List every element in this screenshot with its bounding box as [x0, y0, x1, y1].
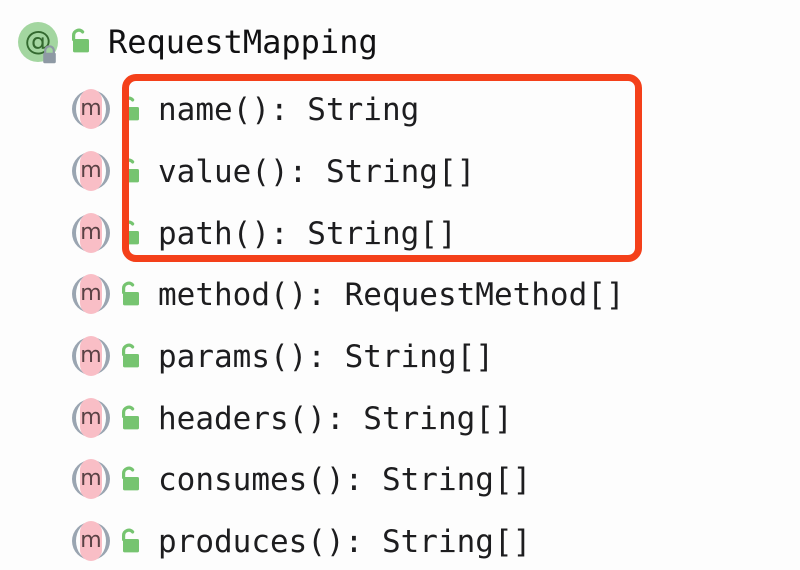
member-row-value[interactable]: m value(): String[]: [70, 144, 475, 200]
unlocked-padlock-icon: [72, 28, 89, 53]
member-row-consumes[interactable]: m consumes(): String[]: [70, 452, 531, 508]
member-signature-label: method(): RequestMethod[]: [158, 277, 625, 313]
method-icon-glyph: m: [80, 343, 102, 368]
member-signature-label: headers(): String[]: [158, 401, 513, 437]
method-icon: m: [70, 336, 112, 378]
method-icon: m: [70, 213, 112, 255]
annotation-name-label: RequestMapping: [108, 23, 378, 61]
unlocked-padlock-icon: [122, 281, 139, 306]
unlocked-padlock-icon: [122, 158, 139, 183]
method-icon-pill: [80, 213, 102, 253]
member-signature-label: params(): String[]: [158, 339, 494, 375]
method-icon-pill: [80, 336, 102, 376]
member-row-headers[interactable]: m headers(): String[]: [70, 391, 513, 447]
member-signature-label: name(): String: [158, 92, 420, 128]
method-icon-pill: [80, 521, 102, 561]
method-icon-pill: [80, 151, 102, 191]
method-icon-pill: [80, 398, 102, 438]
method-icon-glyph: m: [80, 281, 102, 306]
member-row-path[interactable]: m path(): String[]: [70, 206, 457, 262]
unlocked-padlock-icon: [122, 96, 139, 121]
member-row-params[interactable]: m params(): String[]: [70, 329, 494, 385]
member-signature-label: path(): String[]: [158, 216, 457, 252]
method-icon: m: [70, 398, 112, 440]
method-icon: m: [70, 274, 112, 316]
method-icon-pill: [80, 459, 102, 499]
member-row-method[interactable]: m method(): RequestMethod[]: [70, 267, 625, 323]
annotation-header-row[interactable]: @ RequestMapping: [16, 14, 378, 70]
method-icon: m: [70, 89, 112, 131]
at-annotation-icon-glyph: @: [24, 26, 52, 57]
method-icon-pill: [80, 89, 102, 129]
method-icon: m: [70, 459, 112, 501]
member-signature-label: consumes(): String[]: [158, 462, 532, 498]
method-icon-glyph: m: [80, 220, 102, 245]
method-icon-glyph: m: [80, 96, 102, 121]
at-annotation-icon: @: [16, 20, 60, 64]
method-icon: m: [70, 151, 112, 193]
unlocked-padlock-icon: [122, 528, 139, 553]
method-icon: m: [70, 521, 112, 563]
unlocked-padlock-icon: [122, 405, 139, 430]
method-icon-glyph: m: [80, 405, 102, 430]
method-icon-glyph: m: [80, 466, 102, 491]
unlocked-padlock-icon: [122, 220, 139, 245]
lock-closed-badge-icon: [43, 45, 56, 64]
method-icon-pill: [80, 274, 102, 314]
member-row-produces[interactable]: m produces(): String[]: [70, 514, 531, 570]
member-signature-label: value(): String[]: [158, 154, 476, 190]
method-icon-glyph: m: [80, 158, 102, 183]
member-row-name[interactable]: m name(): String: [70, 82, 419, 138]
unlocked-padlock-icon: [122, 466, 139, 491]
member-signature-label: produces(): String[]: [158, 524, 532, 560]
method-icon-glyph: m: [80, 528, 102, 553]
unlocked-padlock-icon: [122, 343, 139, 368]
